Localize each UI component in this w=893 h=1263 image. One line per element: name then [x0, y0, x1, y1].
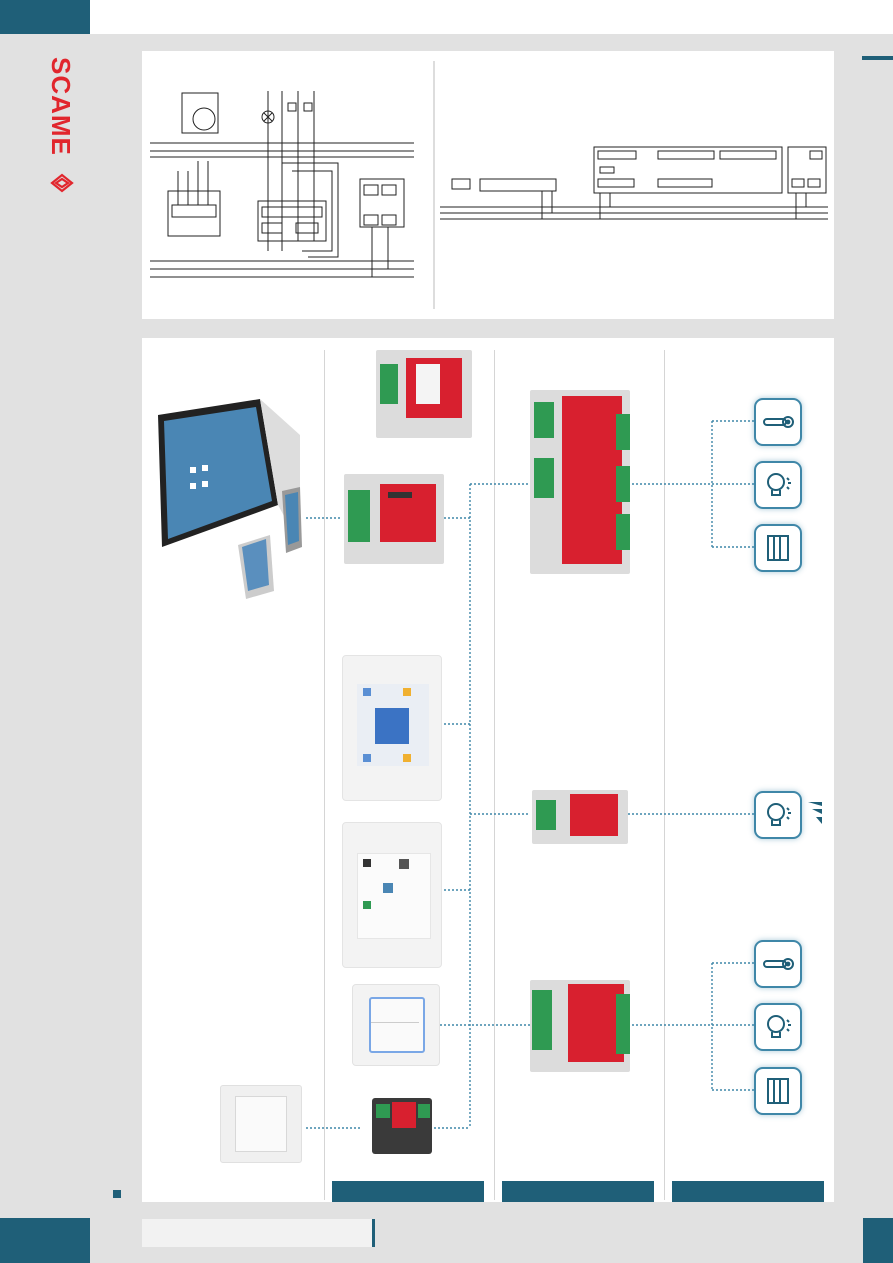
wall-switch-image [220, 1085, 302, 1163]
column-divider [494, 350, 495, 1200]
column-footer [332, 1181, 484, 1202]
din-module-image [344, 474, 444, 564]
touch-panel-image [342, 655, 442, 801]
thermometer-icon [754, 398, 802, 446]
header-tab [0, 0, 90, 34]
roller-shutter-icon [754, 1067, 802, 1115]
din-module-image [376, 350, 472, 438]
laptop-tablet-image [158, 399, 302, 599]
column-footer [502, 1181, 654, 1202]
svg-text:SCAME: SCAME [46, 57, 76, 156]
actuator-module-image [530, 980, 630, 1072]
column-divider [664, 350, 665, 1200]
header-accent [862, 56, 893, 60]
wiring-schematic [150, 61, 828, 309]
header-bar [0, 0, 893, 34]
keypad-image [352, 984, 440, 1066]
footer-box [142, 1219, 372, 1247]
light-bulb-icon [754, 461, 802, 509]
actuator-module-image [532, 790, 628, 844]
actuator-module-image [530, 390, 630, 574]
footer-accent [372, 1219, 375, 1247]
roller-shutter-icon [754, 524, 802, 572]
scame-logo: SCAME [46, 57, 76, 193]
column-divider [324, 350, 325, 1200]
column-footer [672, 1181, 824, 1202]
thermometer-icon [754, 940, 802, 988]
light-bulb-icon [754, 1003, 802, 1051]
touch-panel-image [342, 822, 442, 968]
wireless-marker-icon [808, 802, 822, 824]
light-bulb-icon [754, 791, 802, 839]
footer-tab-right [863, 1218, 893, 1263]
micro-module-image [372, 1098, 432, 1154]
bullet-square [113, 1190, 121, 1198]
footer-tab [0, 1218, 90, 1263]
wiring-diagram [142, 51, 834, 319]
